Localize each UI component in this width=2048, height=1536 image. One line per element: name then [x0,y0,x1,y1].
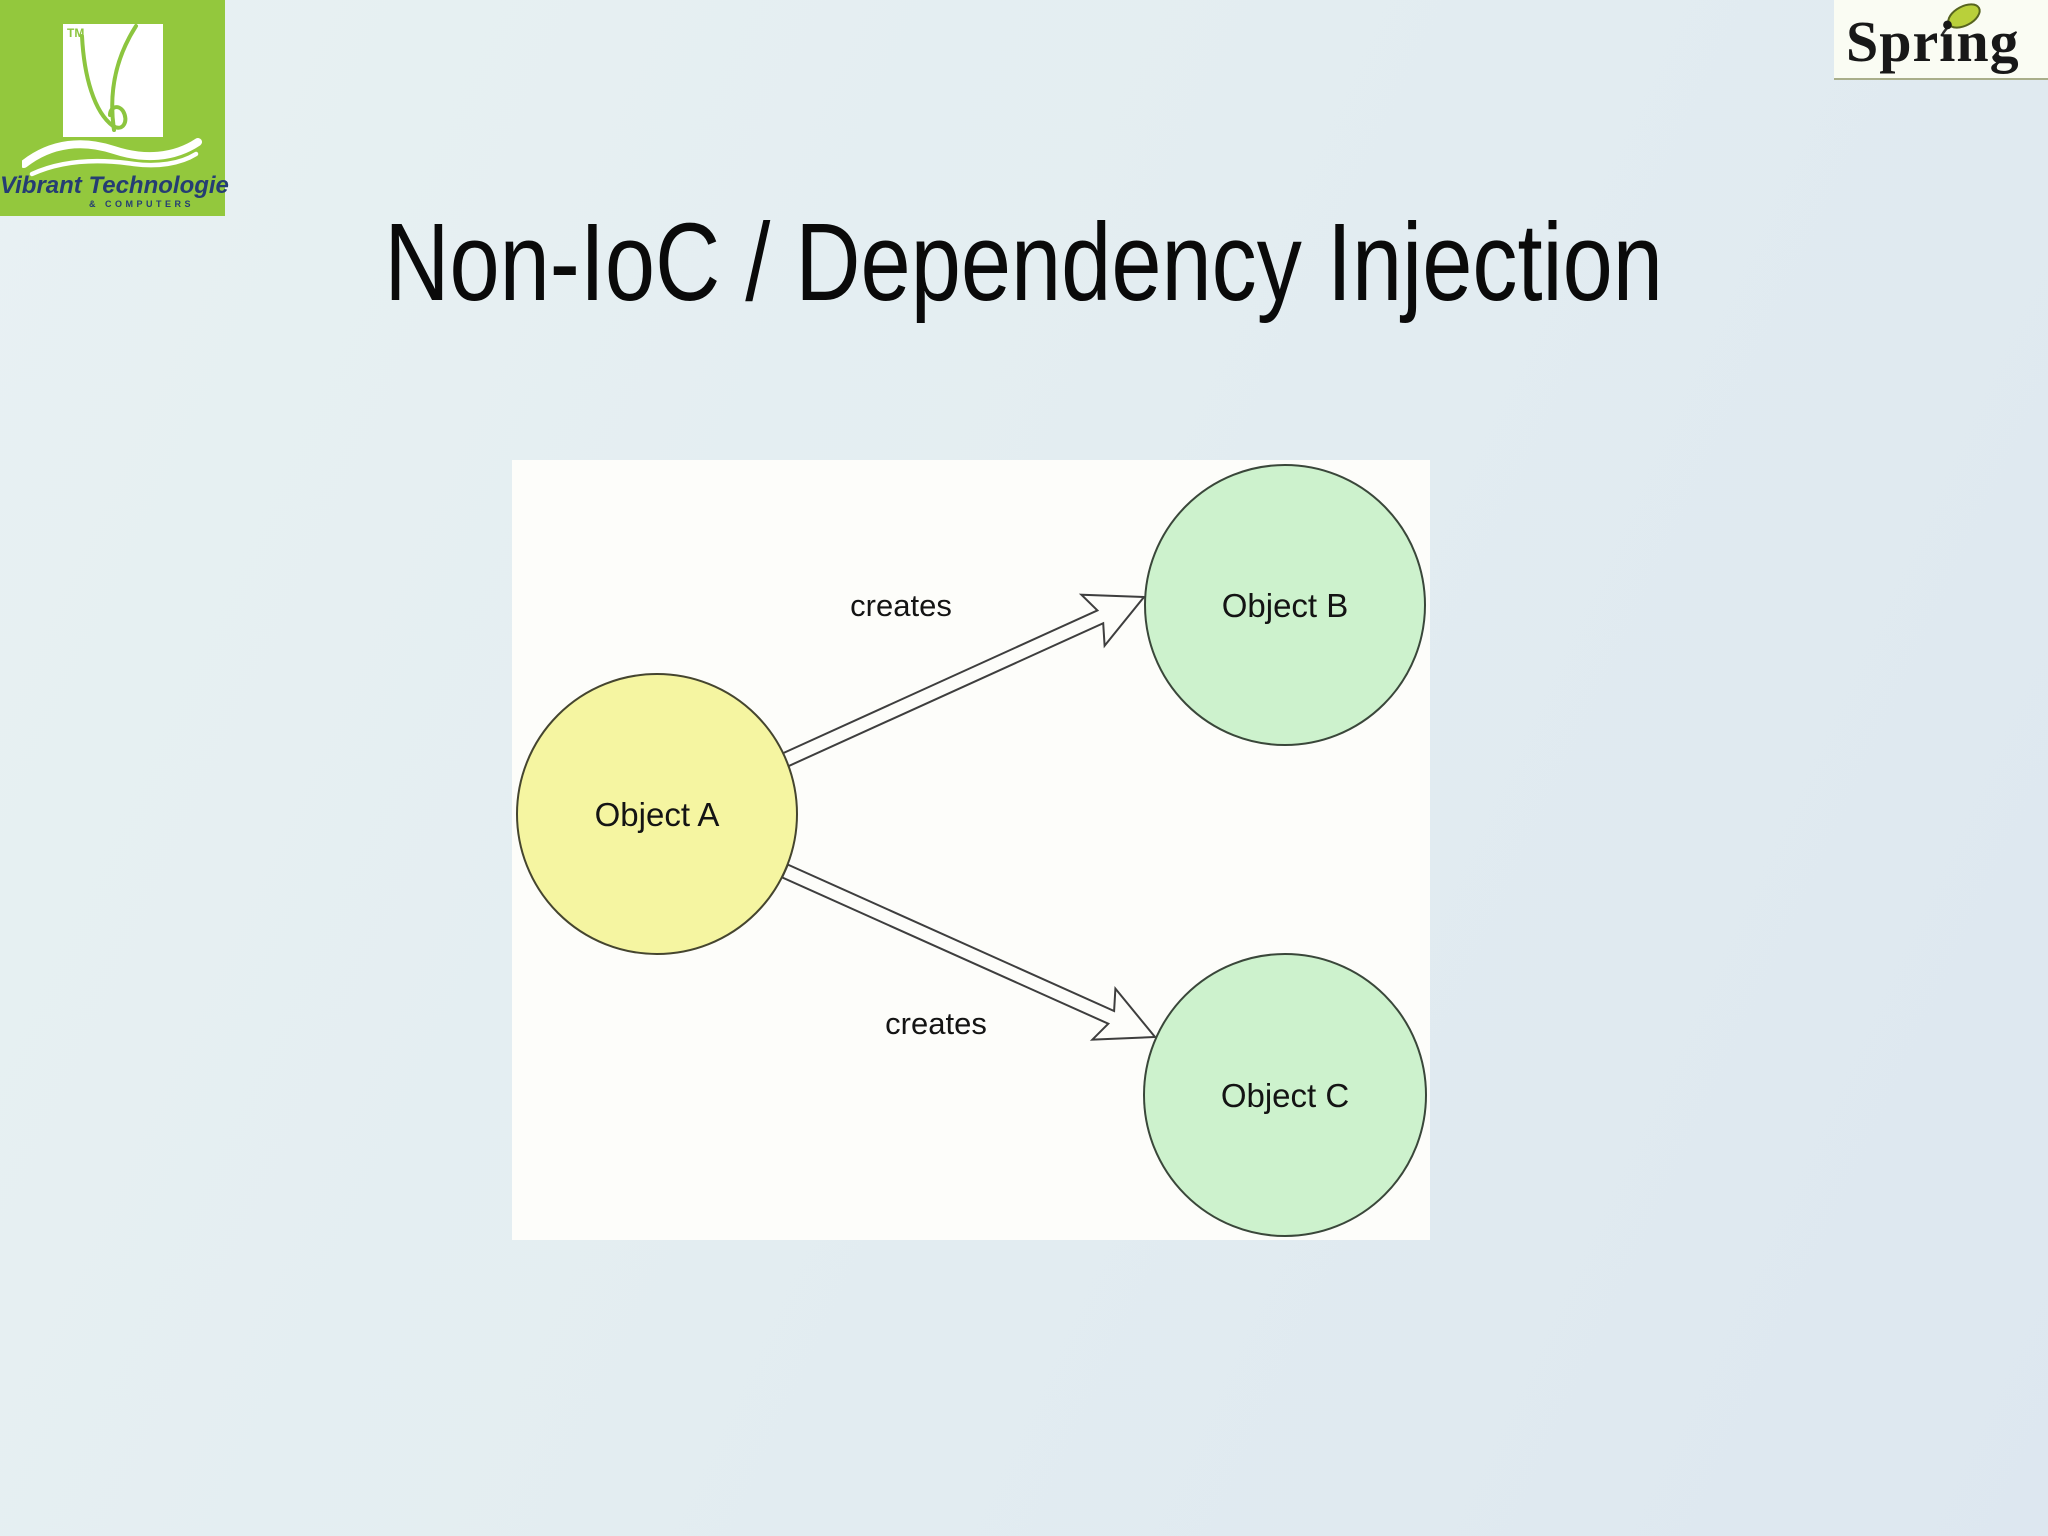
object-c-node [1143,953,1427,1237]
object-a-node [516,673,798,955]
trademark-label: TM [67,26,85,40]
object-c-label: Object C [1221,1077,1349,1114]
creates-arrow-a-to-c [780,863,1158,1041]
object-b-label: Object B [1222,587,1349,624]
creates-label-upper: creates [850,588,952,623]
vibrant-logo: TM Vibrant Technologie & COMPUTERS [0,0,229,216]
vibrant-vine-icon [80,24,138,132]
object-b-node [1144,464,1426,746]
dependency-diagram-canvas: Object A Object B Object C creates creat… [516,464,1427,1237]
dependency-diagram: Object A Object B Object C creates creat… [512,460,1430,1240]
vibrant-emblem: TM [63,24,163,137]
page-title: Non-IoC / Dependency Injection [0,208,2048,318]
vibrant-wave-icon [22,138,202,177]
creates-arrow-a-to-b [780,593,1147,768]
vibrant-logo-subtext: & COMPUTERS [88,199,194,209]
spring-leaf-icon [1940,3,1981,37]
creates-label-lower: creates [885,1006,987,1041]
spring-logo-text: Spring [1846,9,2020,74]
vibrant-logo-text: Vibrant Technologie [0,172,229,199]
page-title-text: Non-IoC / Dependency Injection [384,201,1664,324]
spring-logo: Spring [1834,0,2048,80]
object-a-label: Object A [595,796,720,833]
